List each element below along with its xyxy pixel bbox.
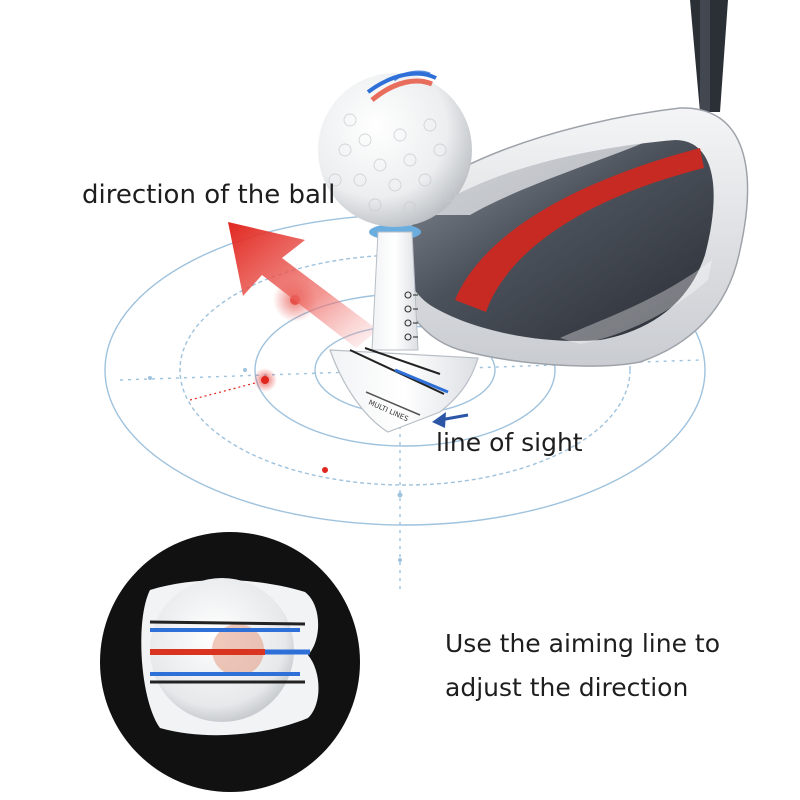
target-ring-ticks — [148, 368, 403, 562]
tee-imprint-text: MULTI LINES — [367, 399, 410, 424]
line-of-sight-label: line of sight — [436, 428, 583, 457]
aiming-caption-line-1: Use the aiming line to — [445, 629, 721, 658]
driver-club-head — [389, 107, 749, 367]
ball-direction-label: direction of the ball — [82, 180, 336, 210]
multi-line-tee — [329, 224, 479, 433]
aiming-line-closeup — [100, 532, 360, 792]
club-shaft — [690, 0, 728, 112]
line-of-sight-arrow — [432, 412, 469, 428]
golf-ball — [318, 70, 472, 227]
ball-direction-arrow — [228, 222, 378, 348]
aiming-caption-line-2: adjust the direction — [445, 673, 689, 702]
aiming-line-caption: Use the aiming line to adjust the direct… — [445, 622, 720, 710]
